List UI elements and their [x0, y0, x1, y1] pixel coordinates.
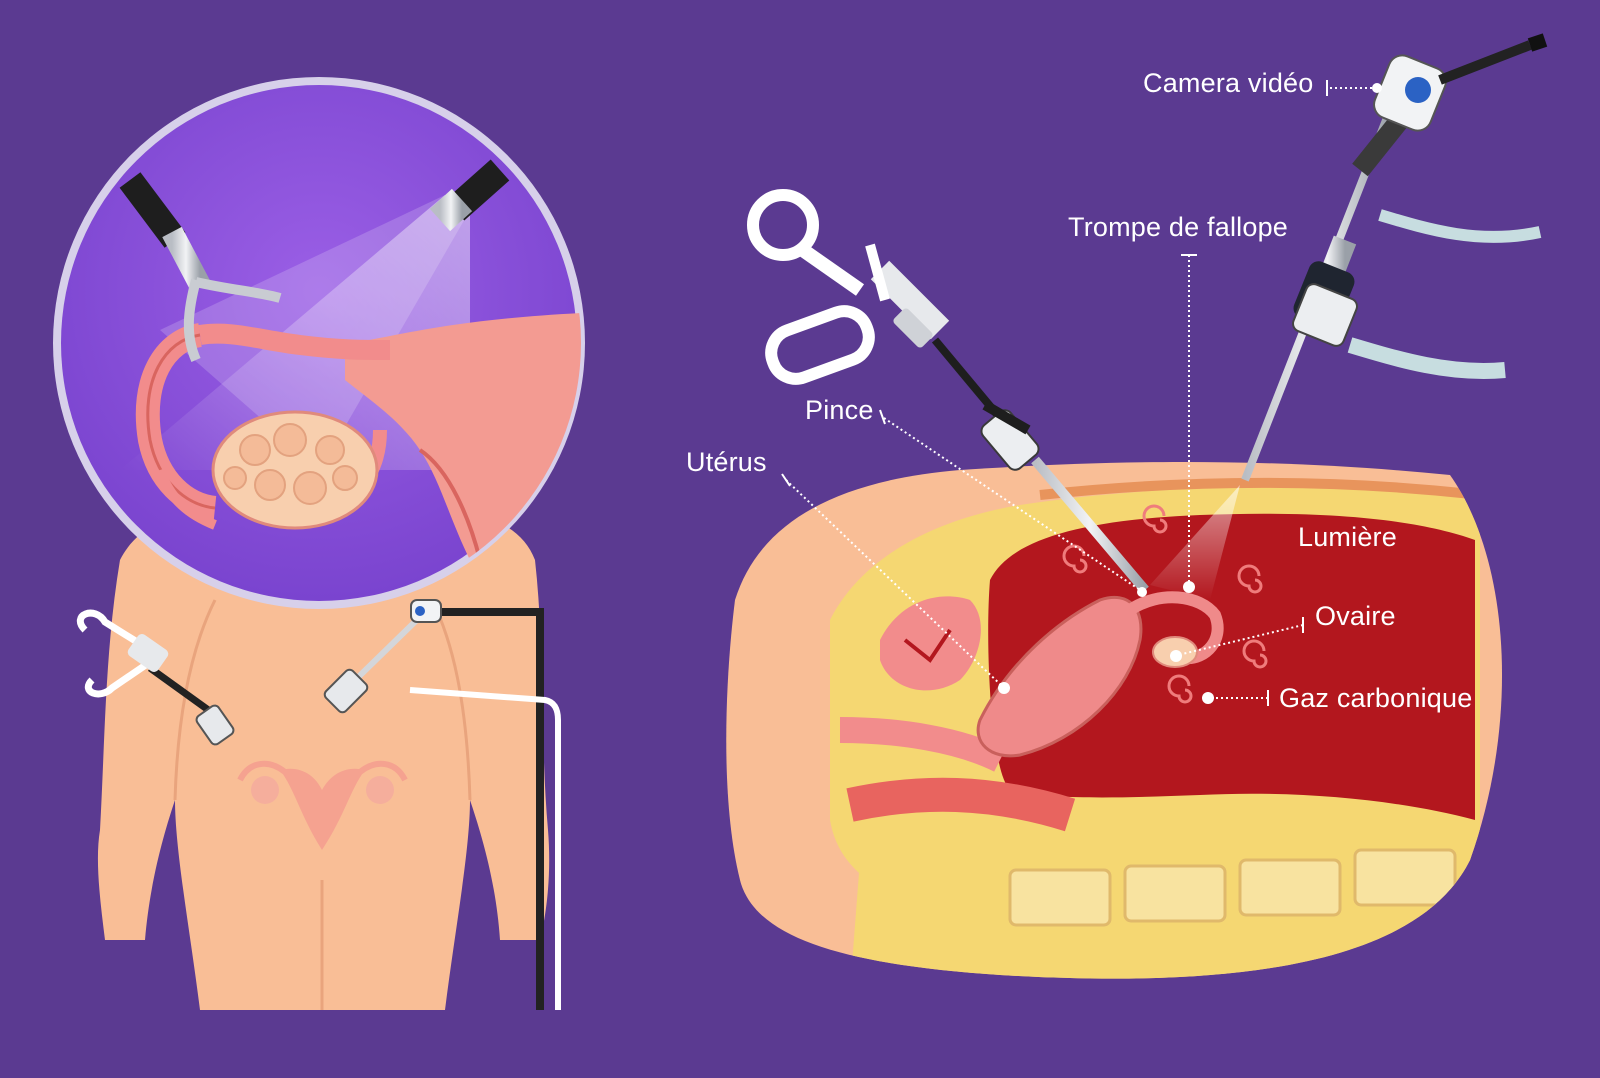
body-camera-scope [323, 599, 442, 714]
label-camera-video: Camera vidéo [1143, 68, 1314, 98]
label-uterus: Utérus [686, 447, 767, 477]
cross-section [726, 461, 1503, 979]
forceps-instrument [747, 189, 1149, 594]
body-figure [97, 514, 561, 1010]
label-light: Lumière [1298, 522, 1397, 552]
laparoscope-instrument [1241, 33, 1548, 482]
label-forceps: Pince [805, 395, 874, 425]
zoom-circle [53, 77, 585, 609]
label-ovary: Ovaire [1315, 601, 1396, 631]
label-fallopian-tube: Trompe de fallope [1068, 212, 1289, 242]
body-forceps [76, 609, 235, 746]
body-uterus-sketch [237, 760, 408, 850]
label-carbon-dioxide: Gaz carbonique [1279, 683, 1473, 713]
leader-lines [781, 80, 1382, 706]
